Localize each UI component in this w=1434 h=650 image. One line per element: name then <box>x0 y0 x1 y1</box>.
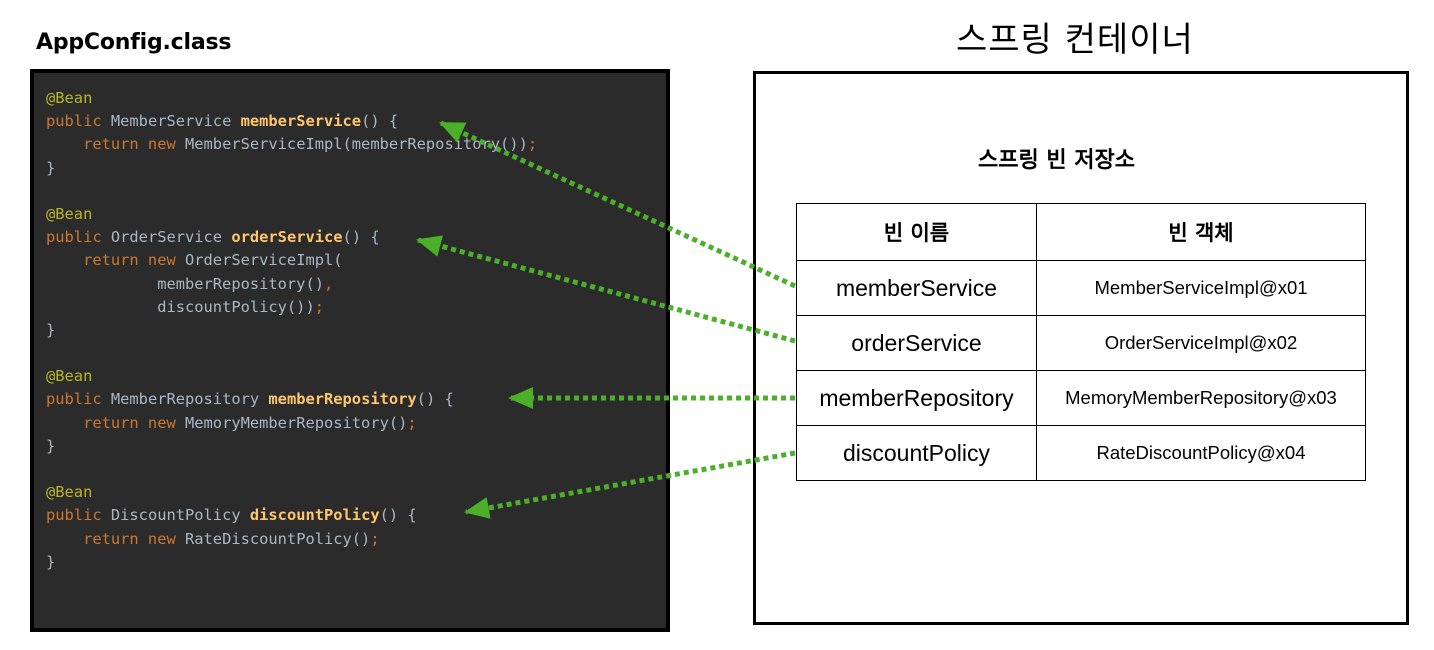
code-token: public <box>46 112 111 131</box>
code-token: } <box>46 320 56 339</box>
arrow-member-service <box>439 120 797 289</box>
code-token: memberRepository() <box>46 274 324 293</box>
code-token: } <box>46 552 56 571</box>
code-token: memberRepository <box>268 390 417 409</box>
code-token: OrderService <box>110 228 232 247</box>
bean-storage-title: 스프링 빈 저장소 <box>978 148 1135 173</box>
code-line: public MemberService memberService() { <box>46 110 537 133</box>
code-token: ; <box>370 529 380 548</box>
bean-name-cell: memberRepository <box>796 370 1037 426</box>
bean-table-row: memberRepository MemoryMemberRepository@… <box>796 370 1366 426</box>
code-token: MemberService <box>110 112 241 131</box>
bean-name-cell: orderService <box>796 315 1037 371</box>
code-token: DiscountPolicy <box>110 506 250 525</box>
code-line: public MemberRepository memberRepository… <box>46 388 537 411</box>
code-token: ; <box>407 413 417 432</box>
code-token: } <box>46 158 56 177</box>
code-token: public <box>46 228 111 247</box>
code-token: () { <box>416 390 454 409</box>
config-class-title: AppConfig.class <box>36 30 232 55</box>
code-token: discountPolicy()) <box>46 297 315 316</box>
code-token: @Bean <box>46 89 93 107</box>
code-token: public <box>46 506 111 525</box>
code-token: () { <box>342 228 380 247</box>
code-token: ; <box>314 297 324 316</box>
code-line: return new OrderServiceImpl( <box>46 249 537 272</box>
arrow-order-service <box>416 235 796 344</box>
bean-table: 빈 이름 빈 객체 memberService MemberServiceImp… <box>796 203 1366 481</box>
code-token: MemoryMemberRepository() <box>185 413 408 432</box>
code-token: orderService <box>231 228 343 247</box>
bean-table-row: memberService MemberServiceImpl@x01 <box>796 260 1366 316</box>
code-token: memberService <box>240 112 362 131</box>
code-line: @Bean <box>46 203 537 226</box>
code-line: return new RateDiscountPolicy(); <box>46 528 537 551</box>
code-token: () { <box>361 112 399 131</box>
bean-name-cell: memberService <box>796 260 1037 316</box>
code-token: } <box>46 436 56 455</box>
bean-object-header: 빈 객체 <box>1036 203 1366 261</box>
bean-object-cell: OrderServiceImpl@x02 <box>1036 315 1366 371</box>
bean-table-row: discountPolicy RateDiscountPolicy@x04 <box>796 425 1366 481</box>
code-token: return new <box>46 413 185 432</box>
code-token: @Bean <box>46 367 93 386</box>
code-line: discountPolicy()); <box>46 296 537 319</box>
code-token: RateDiscountPolicy() <box>185 529 371 548</box>
code-line: } <box>46 551 537 574</box>
code-token: return new <box>46 135 185 154</box>
code-token: return new <box>46 251 185 270</box>
code-token: OrderServiceImpl( <box>185 251 343 270</box>
spring-container-title: 스프링 컨테이너 <box>956 20 1194 60</box>
code-line: @Bean <box>46 481 537 504</box>
code-token: @Bean <box>46 483 93 502</box>
code-token: public <box>46 390 111 409</box>
code-token: MemberRepository <box>110 390 269 409</box>
code-line: } <box>46 157 537 180</box>
code-line: memberRepository(), <box>46 273 537 296</box>
code-token: return new <box>46 529 185 548</box>
code-token: () { <box>379 506 417 525</box>
bean-name-cell: discountPolicy <box>796 425 1037 481</box>
code-token: @Bean <box>46 204 93 223</box>
code-line: } <box>46 435 537 458</box>
code-line: @Bean <box>46 365 537 388</box>
code-line: public OrderService orderService() { <box>46 226 537 249</box>
code-line: public DiscountPolicy discountPolicy() { <box>46 504 537 527</box>
code-token: discountPolicy <box>249 506 380 525</box>
bean-table-row: orderService OrderServiceImpl@x02 <box>796 315 1366 371</box>
code-line: @Bean <box>46 87 537 110</box>
arrow-discount-policy <box>464 450 796 519</box>
code-token: , <box>323 274 334 293</box>
bean-name-header: 빈 이름 <box>796 203 1037 261</box>
code-token: ; <box>527 135 538 154</box>
code-line: return new MemoryMemberRepository(); <box>46 412 537 435</box>
bean-object-cell: MemoryMemberRepository@x03 <box>1036 370 1366 426</box>
bean-object-cell: RateDiscountPolicy@x04 <box>1036 425 1366 481</box>
code-line: } <box>46 319 537 342</box>
bean-table-header-row: 빈 이름 빈 객체 <box>796 203 1366 261</box>
bean-object-cell: MemberServiceImpl@x01 <box>1036 260 1366 316</box>
